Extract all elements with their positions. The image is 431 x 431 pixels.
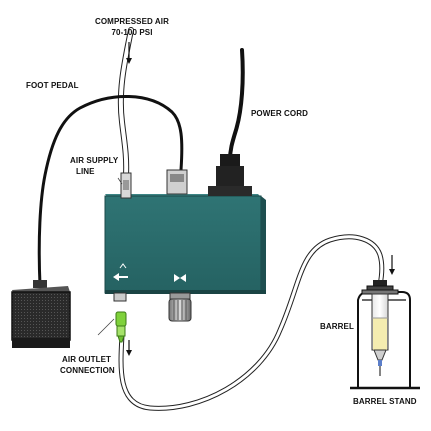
power-cord [228,48,245,162]
barrel [361,280,399,376]
down-arrow-icon [126,340,132,356]
pressure-symbol-icon [174,274,186,282]
barrel-label: BARREL [320,322,354,331]
down-arrow-icon [126,42,132,64]
air-outlet-label-2: CONNECTION [60,366,115,375]
air-outlet-label: AIR OUTLET [62,355,111,364]
air-outlet-fitting [113,292,127,302]
dispenser-unit [104,154,266,322]
air-supply-line-label-2: LINE [76,167,95,176]
barrel-fluid [373,318,387,350]
supply-label-leader [117,177,123,185]
compressed-air-label: COMPRESSED AIR [95,17,169,26]
foot-pedal [11,280,71,348]
compressed-air-pressure-label: 70-100 PSI [111,28,152,37]
air-supply-line-label: AIR SUPPLY [70,156,119,165]
foot-pedal-label: FOOT PEDAL [26,81,79,90]
barrel-stand-label: BARREL STAND [353,397,417,406]
foot-pedal-cable [37,94,184,287]
air-outlet-connector [115,311,127,343]
power-cord-label: POWER CORD [251,109,308,118]
air-outlet-symbol-icon [113,263,128,281]
outlet-label-leader [97,318,115,336]
power-plug [208,154,252,196]
down-arrow-icon [389,255,395,275]
pressure-regulator-knob [168,292,192,322]
